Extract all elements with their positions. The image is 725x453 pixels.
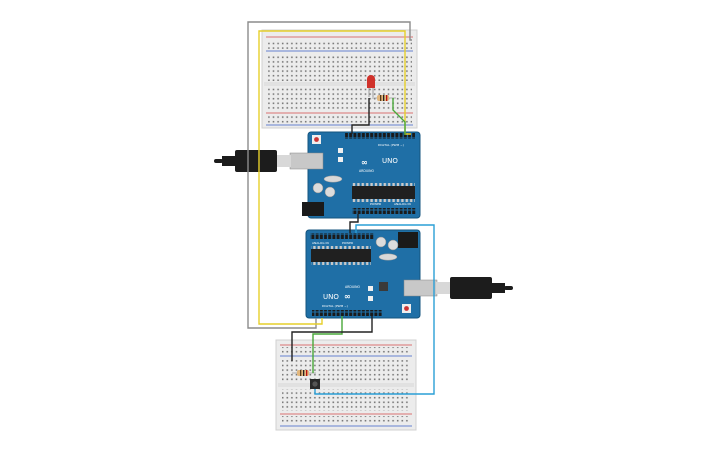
wire-gray[interactable] (247, 21, 412, 329)
arduino-uno-top[interactable]: ∞ UNO ARDUINO DIGITAL (PWM ~) POWER ANAL… (302, 131, 421, 219)
pushbutton[interactable] (310, 379, 320, 389)
digital-label-bottom: DIGITAL (PWM ~) (322, 304, 348, 308)
usb-cable-bottom[interactable] (403, 277, 513, 299)
power-label-bottom: POWER (342, 241, 353, 245)
uno-label-bottom: UNO (323, 293, 339, 301)
wire-green-bottom[interactable] (312, 316, 343, 373)
wire-blue[interactable] (314, 224, 435, 395)
power-label-top: POWER (370, 202, 381, 206)
wire-black-top[interactable] (351, 98, 370, 134)
digital-label-top: DIGITAL (PWM ~) (378, 143, 404, 147)
wire-green-top[interactable] (392, 98, 406, 135)
wire-black-between[interactable] (349, 214, 359, 233)
arduino-logo-bottom: ∞ (344, 292, 351, 301)
resistor-top[interactable] (372, 95, 396, 101)
analog-label-top: ANALOG IN (394, 202, 411, 206)
usb-cable-top[interactable] (214, 150, 324, 172)
brand-label-top: ARDUINO (359, 169, 375, 173)
breadboard-top[interactable] (261, 29, 418, 129)
wire-black-bottom[interactable] (291, 316, 373, 361)
brand-label-bottom: ARDUINO (345, 285, 361, 289)
arduino-logo-top: ∞ (361, 158, 368, 167)
arduino-uno-bottom[interactable]: UNO ∞ ARDUINO DIGITAL (PWM ~) POWER ANAL… (305, 229, 421, 319)
breadboard-bottom[interactable] (275, 339, 417, 431)
uno-label-top: UNO (382, 157, 398, 165)
resistor-bottom[interactable] (292, 370, 316, 376)
analog-label-bottom: ANALOG IN (312, 241, 329, 245)
red-led[interactable] (367, 75, 375, 97)
